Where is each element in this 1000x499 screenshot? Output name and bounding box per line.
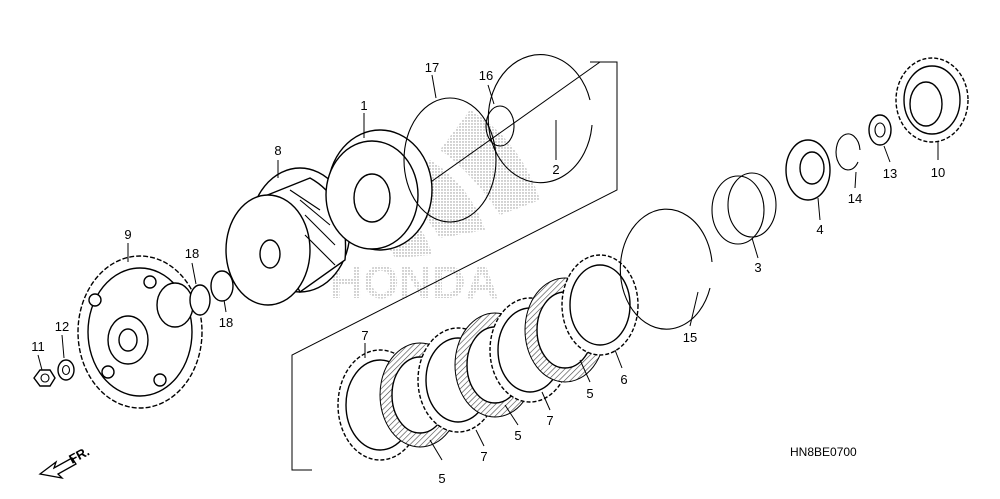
- callout-10: 10: [931, 165, 945, 180]
- svg-text:HONDA: HONDA: [330, 256, 499, 308]
- callout-14: 14: [848, 191, 862, 206]
- callout-leaders: [37, 74, 939, 461]
- callout-13: 13: [883, 166, 897, 181]
- callout-6: 6: [620, 372, 627, 387]
- driven-gear-part-9: [77, 255, 203, 409]
- clutch-plate-stack: [337, 254, 639, 461]
- callout-4: 4: [816, 222, 823, 237]
- snap-ring-part-2: [487, 54, 593, 184]
- callout-8: 8: [274, 143, 281, 158]
- callout-7c: 7: [546, 413, 553, 428]
- callout-1: 1: [360, 98, 367, 113]
- callout-7a: 7: [361, 328, 368, 343]
- front-direction-arrow-icon: [38, 457, 77, 480]
- callout-16: 16: [479, 68, 493, 83]
- callout-9: 9: [124, 227, 131, 242]
- callout-15: 15: [683, 330, 697, 345]
- clutch-piston-part-1: [325, 129, 433, 251]
- callout-5c: 5: [586, 386, 593, 401]
- o-ring-part-16: [485, 105, 515, 147]
- diagram-code: HN8BE0700: [790, 445, 857, 459]
- callout-2: 2: [552, 162, 559, 177]
- callout-5b: 5: [514, 428, 521, 443]
- callout-3: 3: [754, 260, 761, 275]
- callout-7b: 7: [480, 449, 487, 464]
- callout-11: 11: [31, 339, 45, 354]
- snap-ring-part-18: [189, 270, 234, 316]
- callout-18b: 18: [219, 315, 233, 330]
- snap-ring-part-14: [835, 133, 861, 171]
- washer-part-13: [868, 114, 892, 146]
- clutch-hub-gear-part-10: [895, 57, 969, 143]
- callout-17: 17: [425, 60, 439, 75]
- nut-part-11: [33, 369, 56, 387]
- snap-ring-part-15: [619, 208, 713, 330]
- washer-part-12: [57, 359, 75, 381]
- clutch-drum-part-8: [225, 167, 351, 306]
- o-ring-part-17: [403, 97, 497, 223]
- callout-12: 12: [55, 319, 69, 334]
- callout-18a: 18: [185, 246, 199, 261]
- return-spring-part-3: [711, 172, 777, 245]
- callout-5a: 5: [438, 471, 445, 486]
- spring-retainer-part-4: [785, 139, 831, 201]
